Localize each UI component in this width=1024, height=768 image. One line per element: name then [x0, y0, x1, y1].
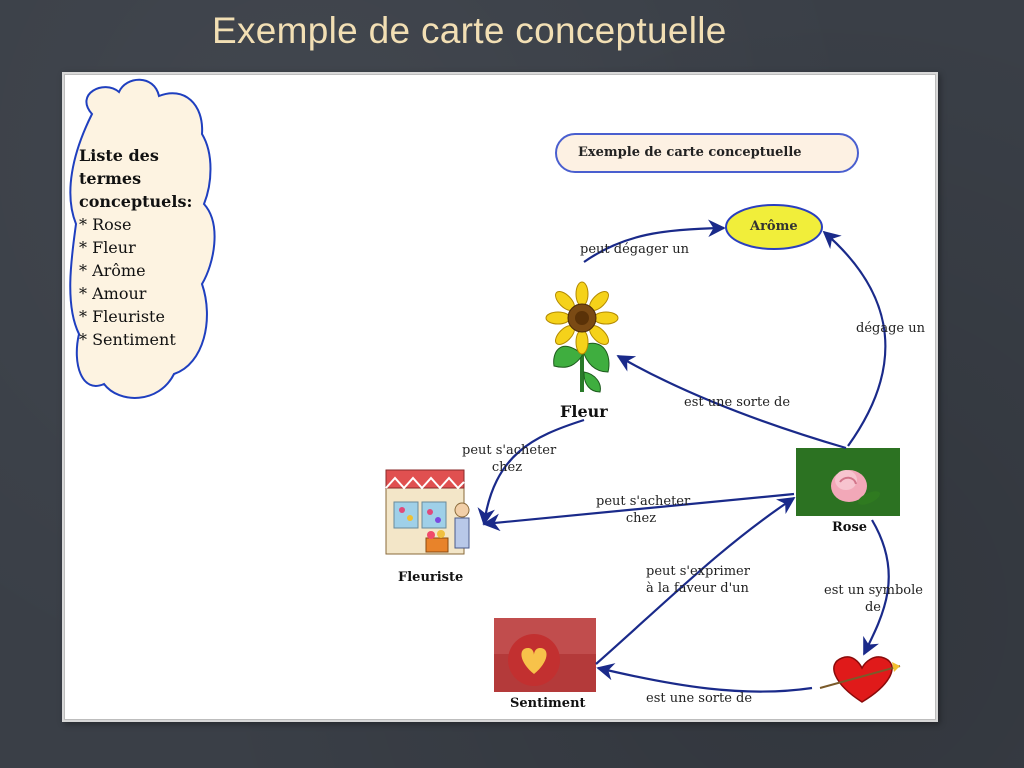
term-item: * Arôme — [79, 259, 209, 282]
rose-photo — [796, 448, 900, 516]
link-label-rose-amour: est un symbole de — [824, 582, 922, 616]
concept-map-panel: Liste des termes conceptuels: * Rose * F… — [62, 72, 938, 722]
node-label-fleur: Fleur — [560, 402, 608, 421]
link-label-fleur-fleuriste: peut s'acheter chez — [462, 442, 552, 476]
heart-arrow-icon — [820, 657, 900, 702]
link-label-rose-arome: dégage un — [856, 320, 925, 337]
term-list-heading-1: Liste des — [79, 144, 209, 167]
link-label-fleur-arome: peut dégager un — [580, 241, 689, 258]
term-list-heading-3: conceptuels: — [79, 190, 209, 213]
term-item: * Amour — [79, 282, 209, 305]
node-label-sentiment: Sentiment — [510, 696, 586, 711]
link-label-rose-fleur: est une sorte de — [684, 394, 790, 411]
node-label-rose: Rose — [832, 520, 867, 535]
sunflower-icon — [546, 282, 618, 392]
link-label-amour-sentiment: est une sorte de — [646, 690, 752, 707]
flower-shop-icon — [386, 470, 469, 554]
term-item: * Fleuriste — [79, 305, 209, 328]
map-title: Exemple de carte conceptuelle — [578, 145, 802, 160]
link-label-sentiment-rose: peut s'exprimer à la faveur d'un — [646, 563, 746, 597]
node-label-arome: Arôme — [750, 219, 798, 234]
arrow-amour-sentiment — [598, 668, 812, 692]
term-list-heading-2: termes — [79, 167, 209, 190]
term-item: * Rose — [79, 213, 209, 236]
term-item: * Fleur — [79, 236, 209, 259]
heart-apple-photo — [494, 618, 596, 692]
term-item: * Sentiment — [79, 328, 209, 351]
term-list: Liste des termes conceptuels: * Rose * F… — [79, 144, 209, 351]
slide-title: Exemple de carte conceptuelle — [212, 10, 727, 52]
link-label-rose-fleuriste: peut s'acheter chez — [596, 493, 686, 527]
node-label-fleuriste: Fleuriste — [398, 570, 463, 585]
arrow-rose-arome — [824, 232, 885, 446]
